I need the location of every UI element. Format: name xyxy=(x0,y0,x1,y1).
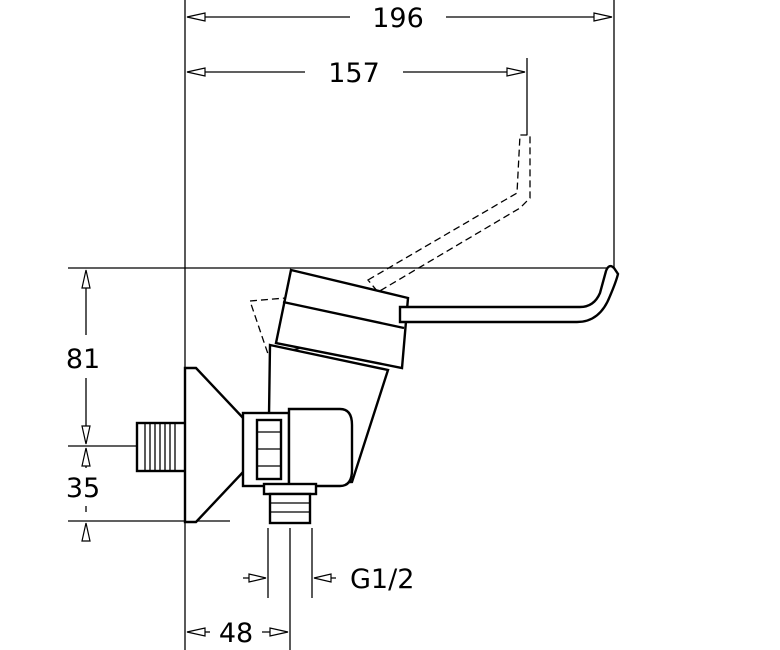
dimension-48-label: 48 xyxy=(219,618,253,649)
lever-alternate-position xyxy=(249,134,531,355)
outlet-connector xyxy=(262,482,318,525)
dimension-81-label: 81 xyxy=(66,344,100,375)
dimension-48: 48 xyxy=(186,618,289,649)
lever-handle xyxy=(398,264,620,324)
dimension-157: 157 xyxy=(186,58,526,89)
dimension-81: 81 xyxy=(66,269,100,445)
dimension-196: 196 xyxy=(186,3,613,34)
dimension-35-label: 35 xyxy=(66,473,100,504)
lever-hub xyxy=(274,268,410,370)
escutcheon xyxy=(183,366,247,524)
dimension-35: 35 xyxy=(66,447,100,542)
dimension-157-label: 157 xyxy=(328,58,380,89)
union-nut xyxy=(241,407,354,488)
extension-lines xyxy=(68,0,615,650)
wall-nipple xyxy=(135,421,189,473)
dimension-thread: G1/2 xyxy=(243,564,414,595)
dimension-196-label: 196 xyxy=(372,3,424,34)
dimension-thread-label: G1/2 xyxy=(350,564,414,595)
mixer-valve xyxy=(135,264,620,525)
